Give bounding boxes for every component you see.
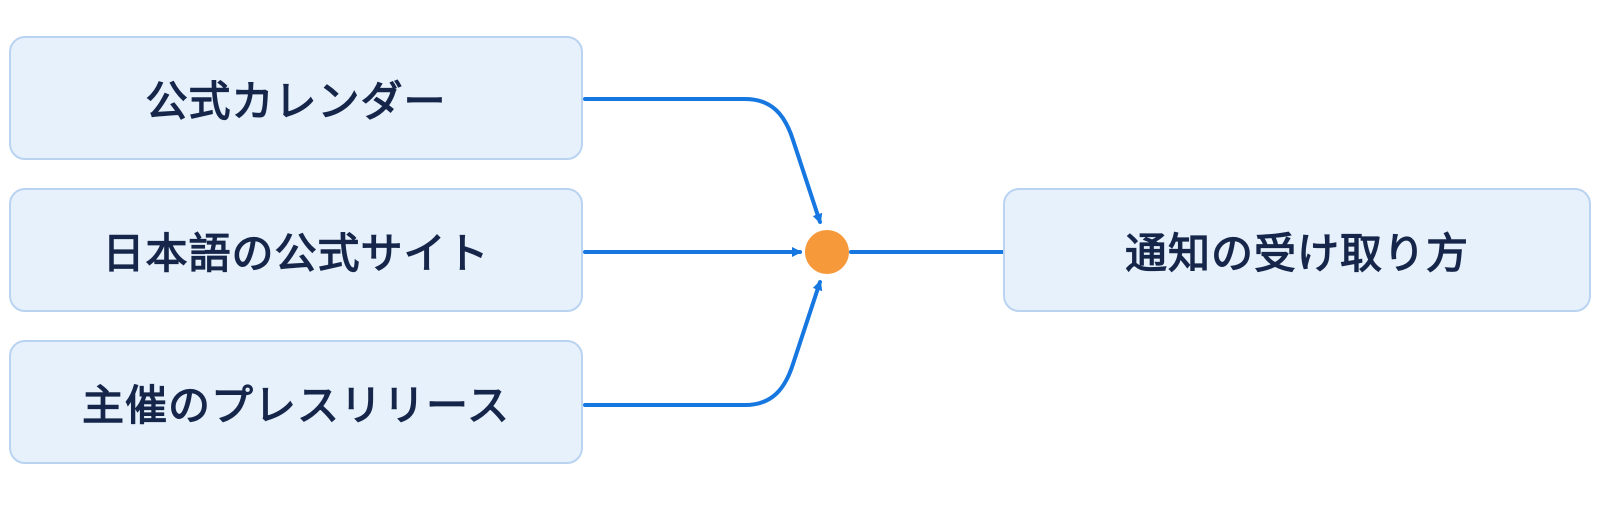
arrow-press-release-to-junction (583, 280, 823, 407)
source-node-website: 日本語の公式サイト (9, 188, 583, 312)
arrow-calendar-to-junction (583, 97, 823, 224)
target-node: 通知の受け取り方 (1003, 188, 1591, 312)
target-node-label: 通知の受け取り方 (1124, 228, 1469, 278)
source-node-label: 日本語の公式サイト (102, 228, 490, 278)
junction-node (805, 230, 849, 274)
source-node-label: 主催のプレスリリース (82, 380, 510, 430)
source-node-press-release: 主催のプレスリリース (9, 340, 583, 464)
source-node-calendar: 公式カレンダー (9, 36, 583, 160)
source-node-label: 公式カレンダー (145, 76, 447, 126)
